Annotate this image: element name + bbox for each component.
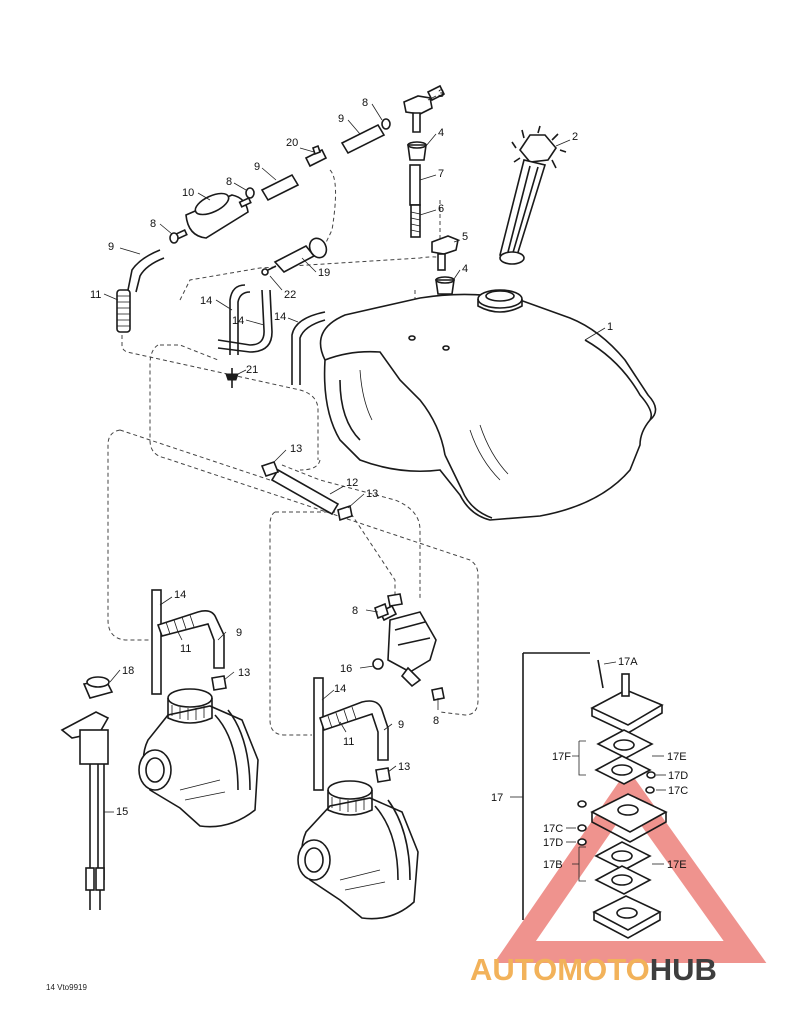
hose-fuel-left (156, 610, 225, 669)
callout-14-carb-left: 14 (174, 589, 186, 601)
callout-14-vent-middle: 14 (232, 315, 244, 327)
callout-2: 2 (572, 131, 578, 143)
callout-16: 16 (340, 663, 352, 675)
hose-pulse-left (151, 589, 162, 695)
callout-14-vent-left: 14 (200, 295, 212, 307)
pump-base (592, 895, 662, 939)
watermark-moto: MOTO (557, 952, 649, 987)
pump-body (577, 771, 668, 846)
callout-11-top: 11 (90, 289, 101, 301)
callout-5: 5 (462, 231, 468, 243)
callout-10: 10 (182, 187, 194, 199)
callout-14-vent-right: 14 (274, 311, 286, 323)
callout-8-top: 8 (362, 97, 368, 109)
callout-17f: 17F (552, 751, 571, 763)
hose-center (260, 461, 353, 522)
grommet-lower (435, 276, 455, 295)
callout-17b: 17B (543, 859, 563, 871)
callout-3: 3 (438, 88, 444, 100)
carburetor-right (297, 780, 419, 920)
watermark-hub: HUB (650, 952, 717, 987)
callout-13-center-top: 13 (290, 443, 302, 455)
check-valve (225, 368, 239, 388)
callout-13-carb-right: 13 (398, 761, 410, 773)
fuel-pump-labels: 17 17A 17F 17E 17D 17C 17C 17D 17B 17E (491, 656, 688, 871)
fuel-filter (169, 192, 252, 244)
grommet-upper (407, 141, 427, 161)
fuel-valve-upper (403, 84, 446, 133)
callout-18: 18 (122, 665, 134, 677)
callout-15: 15 (116, 806, 128, 818)
drawing-code: 14 Vto9919 (46, 983, 87, 992)
callout-17d-right: 17D (668, 770, 688, 782)
callout-12: 12 (346, 477, 358, 489)
svg-text:AUTOMOTOHUB: AUTOMOTOHUB (470, 952, 717, 987)
clamp-right (375, 767, 391, 783)
callout-6: 6 (438, 203, 444, 215)
callout-9-carb-left: 9 (236, 627, 242, 639)
hose-to-carb-left (116, 249, 165, 333)
callout-9-middle: 9 (254, 161, 260, 173)
callout-17e-top: 17E (667, 751, 687, 763)
callout-leaders (103, 95, 606, 813)
callout-11-carb-left: 11 (180, 643, 191, 655)
vent-hose-left (229, 284, 251, 355)
watermark: AUTOMOTOHUB (470, 768, 767, 987)
callout-13-center-bottom: 13 (366, 488, 378, 500)
pump-cover (590, 659, 664, 734)
fuel-valve-lower (431, 235, 459, 271)
callout-19: 19 (318, 267, 330, 279)
diaphragm-upper (594, 729, 654, 785)
tee-connector (304, 144, 328, 168)
callout-labels: 1 2 3 4 4 5 6 7 8 8 8 8 8 9 9 9 9 9 10 1… (90, 88, 613, 818)
callout-8-filter-right: 8 (226, 176, 232, 188)
callout-4-lower: 4 (462, 263, 468, 275)
callout-17a: 17A (618, 656, 638, 668)
choke-cable (60, 711, 110, 910)
callout-21: 21 (246, 364, 258, 376)
hose-upper-short (340, 118, 391, 155)
fuel-pump-mounted (372, 593, 445, 701)
callout-17c-left: 17C (543, 823, 563, 835)
callout-8-filter-left: 8 (150, 218, 156, 230)
hose-pulse-right (313, 677, 324, 791)
hose-middle (245, 173, 300, 202)
vent-hose-middle (217, 289, 273, 353)
callout-17: 17 (491, 792, 503, 804)
callout-9-carb-right: 9 (398, 719, 404, 731)
callout-8-pump-bottom: 8 (433, 715, 439, 727)
watermark-auto: AUTO (470, 952, 557, 987)
callout-9-top: 9 (338, 113, 344, 125)
vent-hose-right (291, 311, 326, 385)
callout-17d-left: 17D (543, 837, 563, 849)
callout-7: 7 (438, 168, 444, 180)
callout-13-carb-left: 13 (238, 667, 250, 679)
hose-fuel-right (318, 700, 389, 761)
callout-1: 1 (607, 321, 613, 333)
carburetor-left (138, 688, 259, 828)
callout-9-left: 9 (108, 241, 114, 253)
callout-17c-right: 17C (668, 785, 688, 797)
choke-cap (82, 676, 114, 699)
fuel-gauge-sender (499, 125, 567, 265)
fuel-pump-exploded (510, 652, 668, 939)
callout-4-upper: 4 (438, 127, 444, 139)
callout-17e-bottom: 17E (667, 859, 687, 871)
primer-pump (261, 237, 328, 276)
fuel-tank (319, 289, 657, 521)
callout-8-pump-top: 8 (352, 605, 358, 617)
callout-14-carb-right: 14 (334, 683, 346, 695)
callout-20: 20 (286, 137, 298, 149)
callout-22: 22 (284, 289, 296, 301)
pickup-tube (409, 164, 421, 238)
diaphragm-lower (594, 841, 652, 895)
callout-11-carb-right: 11 (343, 736, 354, 748)
clamp-left (211, 675, 227, 691)
